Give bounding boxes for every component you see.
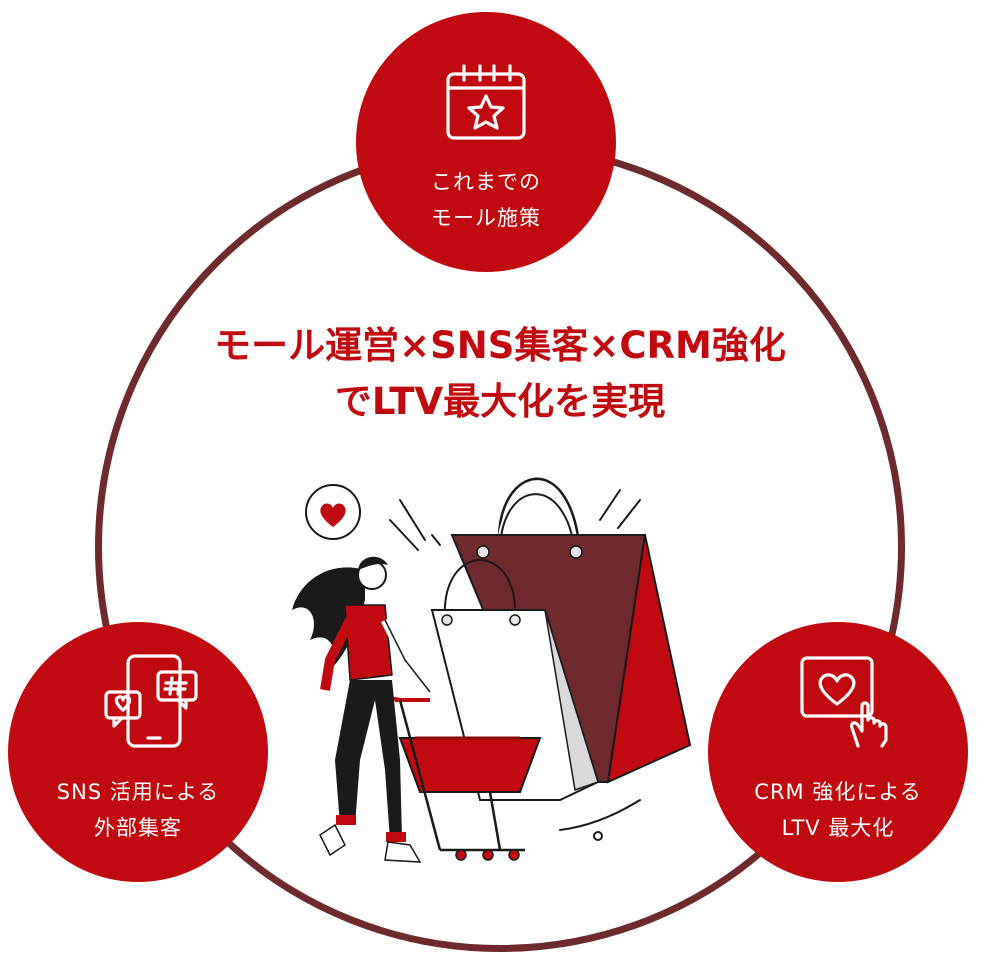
node-label-line: 外部集客 (94, 816, 182, 840)
burst-lines (389, 489, 641, 841)
shopping-cart (379, 694, 542, 861)
headline-line: でLTV最大化を実現 (334, 380, 666, 423)
node-label: CRM 強化による LTV 最大化 (708, 774, 968, 846)
node-label-line: SNS 活用による (56, 780, 220, 804)
woman-with-shopping-cart-and-bags (292, 477, 692, 863)
smartphone-chat-hashtag-icon (104, 654, 198, 748)
node-label-line: CRM 強化による (754, 780, 922, 804)
node-label: これまでの モール施策 (356, 164, 616, 236)
node-label-line: LTV 最大化 (781, 816, 895, 840)
heart-icon (305, 484, 361, 540)
node-label: SNS 活用による 外部集客 (8, 774, 268, 846)
node-crm-ltv: CRM 強化による LTV 最大化 (708, 622, 968, 882)
headline-line: モール運営×SNS集客×CRM強化 (214, 324, 786, 367)
node-sns-acquisition: SNS 活用による 外部集客 (8, 622, 268, 882)
woman-figure (292, 556, 434, 863)
node-label-line: これまでの (431, 170, 541, 194)
headline: モール運営×SNS集客×CRM強化 でLTV最大化を実現 (0, 318, 1000, 430)
node-mall-measures: これまでの モール施策 (356, 12, 616, 272)
calendar-star-icon (446, 64, 526, 140)
heart-card-touch-icon (800, 656, 888, 748)
node-label-line: モール施策 (431, 206, 541, 230)
